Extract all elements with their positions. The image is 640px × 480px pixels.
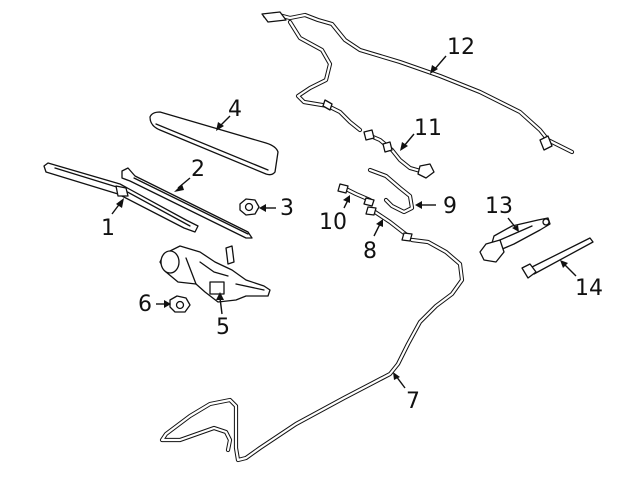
callout-13: 13 — [485, 194, 513, 219]
part-3-nut — [239, 198, 260, 216]
part-9-hose — [367, 167, 415, 215]
part-11-washer-nozzle — [363, 129, 435, 179]
callout-4: 4 — [228, 97, 242, 122]
callout-6: 6 — [138, 292, 152, 317]
callout-2: 2 — [191, 157, 205, 182]
part-7-washer-hose — [159, 237, 465, 463]
callout-10: 10 — [319, 210, 347, 235]
callout-11: 11 — [414, 116, 442, 141]
callout-7: 7 — [406, 389, 420, 414]
callout-9: 9 — [443, 194, 457, 219]
part-2-wiper-blade — [121, 167, 253, 239]
part-1-wiper-arm — [43, 162, 199, 233]
part-6-grommet — [169, 295, 191, 313]
callout-14: 14 — [575, 276, 603, 301]
callout-1: 1 — [101, 216, 115, 241]
callout-leaders — [111, 55, 577, 389]
callout-3: 3 — [280, 196, 294, 221]
part-10-connector — [337, 183, 375, 207]
part-8-connector — [365, 206, 413, 242]
part-4-spoiler-trim — [149, 111, 279, 176]
callout-labels: 1 2 3 4 5 6 7 8 9 10 11 12 13 14 — [101, 35, 603, 414]
part-13-washer-pump — [479, 217, 551, 263]
callout-12: 12 — [447, 35, 475, 60]
part-5-wiper-motor — [159, 245, 271, 303]
part-12-washer-hose — [261, 11, 575, 155]
part-14-tie-strap — [521, 237, 594, 279]
callout-5: 5 — [216, 315, 230, 340]
callout-8: 8 — [363, 239, 377, 264]
